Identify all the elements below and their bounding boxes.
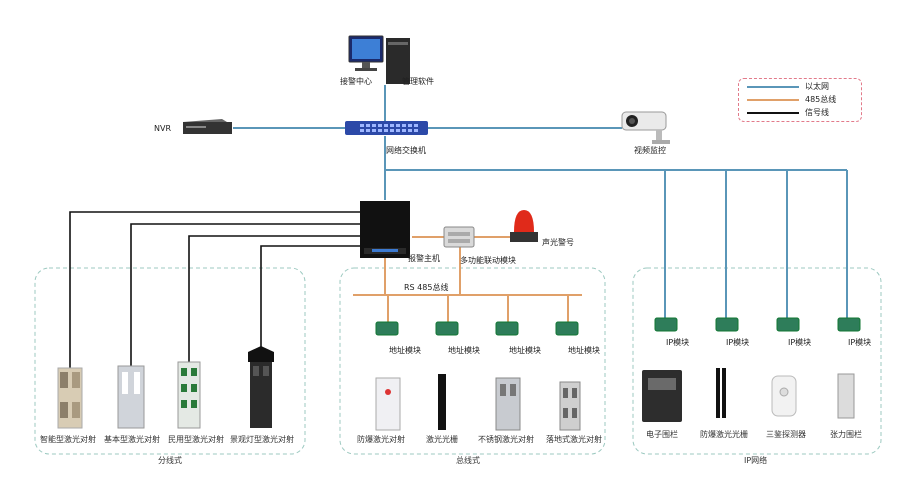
device-tension-fence-icon <box>837 373 855 419</box>
device-explosion-proof-laser-icon <box>375 377 401 431</box>
device-triple-detector-icon <box>771 375 797 417</box>
alarm-host-icon <box>360 201 410 258</box>
camera-icon <box>621 111 670 144</box>
legend-item-signal: 信号线 <box>747 107 857 119</box>
device-landscape-lamp-laser-icon <box>248 346 274 428</box>
legend-label-rs485: 485总线 <box>805 95 837 104</box>
device-floor-laser-icon <box>559 381 581 431</box>
distributed-device-3-label: 民用型激光对射 <box>168 435 224 444</box>
ip-module-label-3: IP模块 <box>788 338 812 347</box>
legend-swatch-ethernet <box>747 86 799 88</box>
bus-module-label-2: 地址模块 <box>448 346 480 355</box>
bus-module-label-1: 地址模块 <box>389 346 421 355</box>
ip-device-1-label: 电子围栏 <box>646 430 678 439</box>
ip-module-icons <box>654 317 861 332</box>
rs485-bus-label: RS 485总线 <box>404 283 449 292</box>
group-ip-box <box>632 267 882 455</box>
group-bus-title: 总线式 <box>456 456 480 465</box>
legend-label-ethernet: 以太网 <box>805 82 829 91</box>
linkage-module-icon <box>443 226 475 248</box>
legend-swatch-rs485 <box>747 99 799 101</box>
group-distributed-title: 分线式 <box>158 456 182 465</box>
siren-icon <box>510 210 538 242</box>
rs485-lines <box>353 236 582 323</box>
ip-module-label-1: IP模块 <box>666 338 690 347</box>
device-explosion-grating-icon <box>716 368 726 418</box>
device-basic-laser-icon <box>117 365 145 429</box>
network-switch-icon <box>345 121 428 135</box>
network-switch-label: 网络交换机 <box>386 146 426 155</box>
computer-icon <box>348 35 410 84</box>
signal-lines <box>69 211 360 372</box>
ip-device-4-label: 张力围栏 <box>830 430 862 439</box>
device-smart-laser-icon <box>57 367 83 429</box>
ethernet-lines <box>233 85 848 318</box>
address-module-icons <box>375 321 579 336</box>
bus-device-2-label: 激光光栅 <box>426 435 458 444</box>
group-distributed-box <box>34 267 306 455</box>
alarm-host-label: 报警主机 <box>408 254 440 263</box>
device-civil-laser-icon <box>177 361 201 429</box>
linkage-module-label: 多功能联动模块 <box>460 256 516 265</box>
legend-item-ethernet: 以太网 <box>747 81 857 93</box>
bus-module-label-3: 地址模块 <box>509 346 541 355</box>
legend-item-rs485: 485总线 <box>747 94 857 106</box>
legend-label-signal: 信号线 <box>805 108 829 117</box>
device-electronic-fence-icon <box>642 370 682 422</box>
legend-swatch-signal <box>747 112 799 114</box>
alarm-center-label: 接警中心 <box>340 77 372 86</box>
group-ip-title: IP网络 <box>744 456 768 465</box>
nvr-label: NVR <box>154 124 172 133</box>
distributed-device-1-label: 智能型激光对射 <box>40 435 96 444</box>
ip-device-2-label: 防爆激光光栅 <box>700 430 748 439</box>
ip-module-label-2: IP模块 <box>726 338 750 347</box>
bus-device-4-label: 落地式激光对射 <box>546 435 602 444</box>
bus-device-3-label: 不锈钢激光对射 <box>478 435 534 444</box>
ip-device-3-label: 三鉴探测器 <box>766 430 806 439</box>
bus-module-label-4: 地址模块 <box>568 346 600 355</box>
video-monitor-label: 视频监控 <box>634 146 666 155</box>
ip-module-label-4: IP模块 <box>848 338 872 347</box>
management-software-label: 管理软件 <box>402 77 434 86</box>
device-laser-grating-icon <box>438 374 446 430</box>
group-bus-box <box>339 267 606 455</box>
device-stainless-laser-icon <box>495 377 521 431</box>
distributed-device-2-label: 基本型激光对射 <box>104 435 160 444</box>
legend: 以太网 485总线 信号线 <box>738 78 862 122</box>
sound-light-alarm-label: 声光警号 <box>542 238 574 247</box>
nvr-icon <box>183 119 232 134</box>
distributed-device-4-label: 景观灯型激光对射 <box>230 435 294 444</box>
bus-device-1-label: 防爆激光对射 <box>357 435 405 444</box>
